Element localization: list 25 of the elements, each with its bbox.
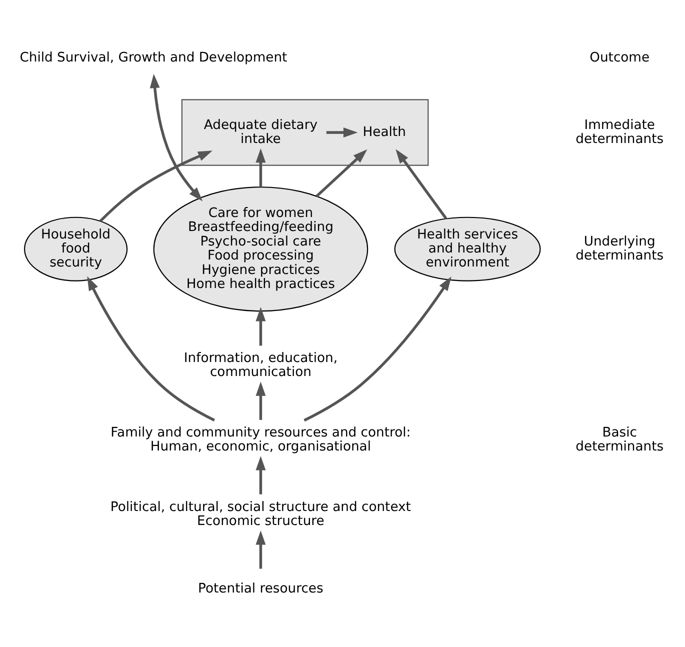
arrow [150, 74, 203, 202]
arrow [256, 148, 266, 188]
arrow [100, 150, 212, 222]
node-text: Potential resources [198, 581, 324, 596]
arrow [396, 149, 448, 220]
node-text: Child Survival, Growth and Development [20, 50, 288, 66]
arrow [256, 456, 266, 494]
node-text: Adequate dietary intake [204, 118, 318, 147]
node-text: Information, education, communication [184, 350, 338, 380]
arrow [316, 149, 368, 198]
node-text: Political, cultural, social structure and context Economic structure [110, 500, 411, 530]
label: Underlying determinants [576, 234, 664, 264]
node-ellipse: Health services and healthy environment [394, 216, 541, 282]
label: Basic determinants [576, 425, 664, 455]
node-ellipse: Household food security [24, 216, 128, 282]
arrow [256, 306, 266, 346]
arrow [256, 382, 266, 420]
arrow [304, 276, 452, 422]
arrow [256, 530, 266, 569]
node-text: Health [362, 124, 406, 140]
label: Immediate determinants [576, 118, 664, 147]
arrow [326, 127, 358, 138]
node-text: Family and community resources and control: Human, economic, organisational [110, 425, 411, 455]
arrow [87, 276, 215, 422]
label: Outcome [590, 50, 650, 66]
